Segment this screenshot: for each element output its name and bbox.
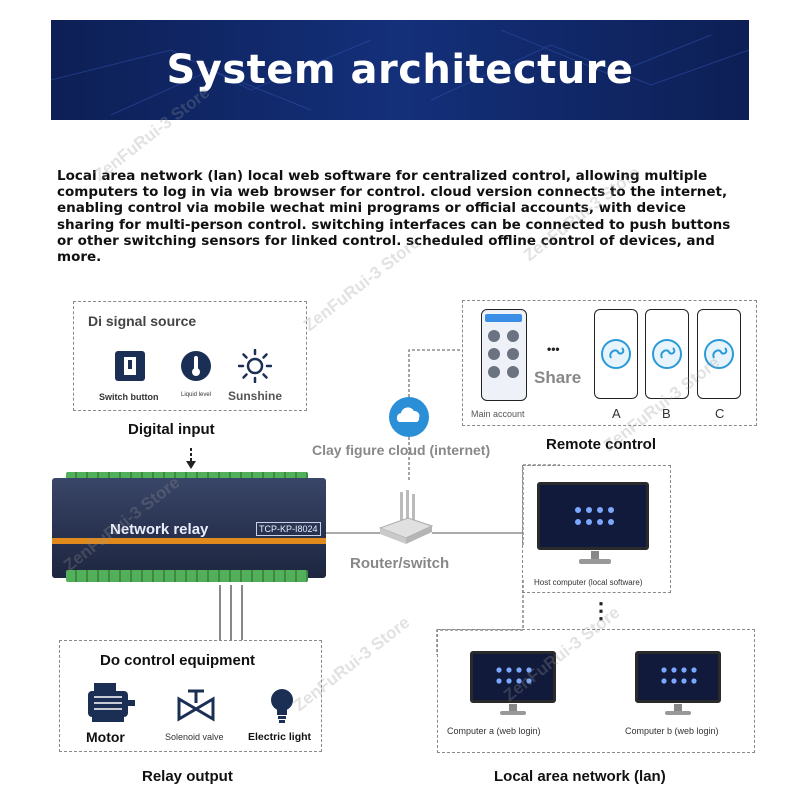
host-monitor [537, 482, 649, 550]
do-control-box [59, 640, 322, 752]
computer-a-label: Computer a (web login) [447, 726, 541, 736]
relay-output-caption: Relay output [142, 768, 233, 785]
bulb-icon [271, 689, 293, 723]
remote-control-caption: Remote control [546, 436, 657, 453]
monitor-stand [500, 704, 526, 715]
do-box-title: Do control equipment [100, 652, 255, 669]
switch-button-label: Switch button [99, 392, 159, 402]
remote-control-box [462, 300, 757, 426]
cloud-label: Clay figure cloud (internet) [312, 442, 491, 458]
relay-model: TCP-KP-I8024 [256, 522, 321, 536]
phone-b-label: B [662, 406, 671, 421]
motor-icon [88, 683, 135, 722]
computer-a-monitor [470, 651, 556, 703]
app-logo-icon [652, 339, 682, 369]
share-label: Share [534, 368, 582, 387]
monitor-stand [665, 704, 691, 715]
arrow-down-icon [186, 448, 196, 469]
share-dots: ••• [547, 342, 560, 356]
lan-caption: Local area network (lan) [494, 768, 666, 785]
cloud-icon [389, 397, 429, 437]
phone-b [645, 309, 689, 399]
monitor-stand [579, 551, 611, 564]
valve-icon [177, 689, 215, 722]
phone-a [594, 309, 638, 399]
router-icon [378, 490, 434, 544]
host-computer-box [522, 465, 671, 593]
more-dots: ⋮ [590, 598, 612, 623]
digital-input-caption: Digital input [128, 421, 215, 438]
phone-a-label: A [612, 406, 621, 421]
banner-pattern [51, 29, 749, 116]
main-account-label: Main account [471, 409, 525, 419]
sunshine-label: Sunshine [228, 389, 283, 403]
solenoid-valve-label: Solenoid valve [165, 732, 224, 742]
relay-terminal-block-bottom [66, 570, 308, 582]
app-logo-icon [601, 339, 631, 369]
lan-computers-box [437, 629, 755, 753]
di-signal-box [73, 301, 307, 411]
sun-icon [238, 349, 272, 383]
relay-name: Network relay [110, 521, 209, 538]
switch-button-icon [115, 351, 145, 381]
thermometer-icon [181, 351, 211, 381]
motor-label: Motor [86, 729, 125, 745]
app-logo-icon [704, 339, 734, 369]
router-label: Router/switch [350, 555, 450, 572]
intro-paragraph: Local area network (lan) local web softw… [57, 168, 731, 266]
main-phone [481, 309, 527, 401]
host-computer-label: Host computer (local software) [534, 578, 643, 587]
network-relay-device [52, 478, 326, 578]
liquid-level-label: Liquid level [181, 392, 212, 398]
phone-c [697, 309, 741, 399]
di-box-title: Di signal source [88, 313, 197, 329]
computer-b-monitor [635, 651, 721, 703]
phone-c-label: C [715, 406, 725, 421]
relay-orange-stripe [52, 538, 326, 544]
electric-light-label: Electric light [248, 731, 312, 743]
title-banner: System architecture [51, 20, 749, 120]
computer-b-label: Computer b (web login) [625, 726, 719, 736]
page-title: System architecture [166, 47, 634, 93]
